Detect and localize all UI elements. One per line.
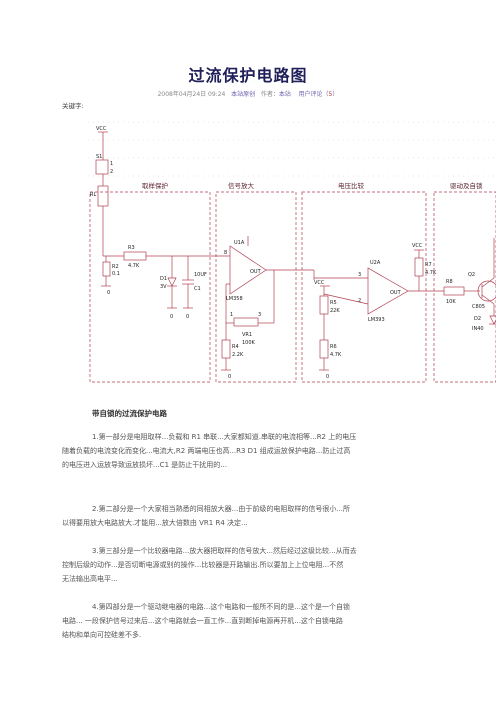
label-r2: R2 bbox=[112, 264, 119, 270]
resistor-r5 bbox=[319, 295, 329, 315]
potentiometer-vr1 bbox=[233, 317, 259, 327]
label-q2-part: C805 bbox=[472, 304, 485, 310]
meta-comments-count: 5 bbox=[328, 91, 333, 98]
paragraph-3-line-1: 3.第三部分是一个比较器电路...放大器把取样的信号放大...然后经过这级比较.… bbox=[92, 547, 357, 555]
label-d1-value: 3V bbox=[160, 284, 167, 290]
block-amplifier bbox=[215, 191, 297, 383]
label-vr1-pin3: 3 bbox=[258, 312, 261, 318]
block-driver bbox=[433, 191, 496, 383]
label-rl: RL bbox=[90, 192, 96, 198]
paragraph-3-line-2: 控制后级的动作...是否切断电源或别的操作...比较器是开路输出.所以要加上上位… bbox=[62, 561, 344, 569]
paragraph-2-line-1: 2.第二部分是一个大家相当熟悉的同相放大器...由于前级的电阻取样的信号很小..… bbox=[92, 505, 351, 513]
block-label-sampling: 取样保护 bbox=[142, 181, 168, 190]
label-ground-r4: 0 bbox=[228, 374, 231, 380]
label-vr1-value: 100K bbox=[242, 340, 256, 346]
zener-d1 bbox=[167, 277, 177, 287]
label-vcc-r5: VCC bbox=[314, 280, 325, 286]
label-c1-value: 10UF bbox=[194, 272, 207, 278]
label-u2a-pin3: 3 bbox=[358, 272, 361, 278]
label-r8-value: 10K bbox=[446, 299, 456, 305]
resistor-r8 bbox=[443, 286, 465, 296]
paragraph-2: 2.第二部分是一个大家相当熟悉的同相放大器...由于前级的电阻取样的信号很小..… bbox=[62, 502, 430, 530]
meta-comments-label: 用户评论 bbox=[298, 91, 323, 98]
block-label-amplifier: 信号放大 bbox=[228, 181, 255, 190]
label-r5: R5 bbox=[330, 300, 337, 306]
meta-source-link[interactable]: 本站原创 bbox=[231, 91, 256, 98]
label-ground-d1: 0 bbox=[170, 314, 173, 320]
page-title: 过流保护电路图 bbox=[188, 66, 308, 85]
label-r7-value: 4.7K bbox=[425, 270, 437, 276]
label-u1a-out: OUT bbox=[250, 269, 262, 275]
paragraph-4-line-1: 4.第四部分是一个驱动继电器的电路...这个电路和一般所不同的是...这个是一个… bbox=[92, 603, 351, 611]
label-vr1: VR1 bbox=[242, 332, 252, 338]
keywords-label: 关键字: bbox=[62, 102, 84, 110]
label-s1-pin1: 1 bbox=[110, 161, 113, 167]
label-u2a-part: LM393 bbox=[368, 317, 385, 323]
label-ground-r6: 0 bbox=[326, 374, 329, 380]
label-u2a-out: OUT bbox=[390, 290, 402, 296]
label-ground-c1: 0 bbox=[186, 314, 189, 320]
resistor-r7 bbox=[414, 257, 424, 277]
paragraph-1-line-3: 的电压进入运放导致运放损坏...C1 是防止干扰用的... bbox=[62, 461, 227, 469]
label-r3: R3 bbox=[128, 245, 135, 251]
comparator-u2a bbox=[367, 267, 409, 315]
resistor-r4 bbox=[221, 339, 231, 359]
label-u1a: U1A bbox=[234, 240, 245, 246]
transistor-q2 bbox=[477, 280, 496, 302]
label-d1: D1 bbox=[160, 276, 167, 282]
block-label-comparator: 电压比较 bbox=[338, 181, 365, 190]
switch-s1 bbox=[95, 159, 109, 175]
label-vcc-top: VCC bbox=[96, 126, 107, 132]
paragraph-4-line-2: 电路... 一段保护信号过来后...这个电路就会一直工作...直到断掉电源再开机… bbox=[62, 617, 343, 625]
paragraph-1-line-2: 随着负载的电流变化而变化...电流大,R2 两端电压也高...R3 D1 组成运… bbox=[62, 447, 351, 455]
resistor-r6 bbox=[319, 339, 329, 359]
label-s1-pin2: 2 bbox=[110, 169, 113, 175]
block-comparator bbox=[301, 191, 427, 383]
label-r6: R6 bbox=[330, 344, 337, 350]
paragraph-3: 3.第三部分是一个比较器电路...放大器把取样的信号放大...然后经过这级比较.… bbox=[62, 544, 430, 586]
label-r8: R8 bbox=[446, 279, 453, 285]
label-u1a-part: LM358 bbox=[226, 296, 243, 302]
block-label-driver: 驱动及自锁 bbox=[450, 181, 483, 190]
meta-author-label: 作者： bbox=[260, 91, 279, 98]
label-d2: D2 bbox=[474, 316, 481, 322]
label-d2-part: IN40 bbox=[472, 326, 484, 332]
paragraph-2-line-2: 以得要用放大电路放大.才能用...放大倍数由 VR1 R4 决定... bbox=[62, 519, 248, 527]
block-sampling bbox=[89, 191, 211, 383]
label-ground-r2: 0 bbox=[107, 290, 110, 296]
meta-comments-link[interactable]: 用户评论（5） bbox=[298, 91, 339, 98]
label-r4-value: 2.2K bbox=[232, 352, 244, 358]
paragraph-3-line-3: 无法输出高电平... bbox=[62, 575, 118, 583]
meta-author-link[interactable]: 本站 bbox=[278, 91, 291, 98]
label-vr1-pin1: 1 bbox=[230, 312, 233, 318]
paragraph-4-line-3: 结构和单向可控硅差不多. bbox=[62, 631, 142, 639]
label-u2a-pin2: 2 bbox=[358, 298, 361, 304]
resistor-r3 bbox=[123, 251, 147, 261]
section-title: 带自锁的过流保护电路 bbox=[92, 409, 167, 418]
background-dots bbox=[88, 121, 496, 177]
paragraph-1-line-1: 1.第一部分是电阻取样...负载和 R1 串联...大家都知道.串联的电流相等.… bbox=[92, 433, 357, 441]
diode-d2 bbox=[489, 315, 496, 325]
label-q2: Q2 bbox=[468, 272, 475, 278]
circuit-schematic: VCC S1 1 2 RL R2 0.1 0 R3 4.7K D1 3V 0 1… bbox=[88, 121, 496, 383]
label-c1: C1 bbox=[194, 286, 201, 292]
resistor-r2 bbox=[102, 261, 111, 277]
label-r5-value: 22K bbox=[330, 308, 340, 314]
label-r2-value: 0.1 bbox=[112, 271, 120, 277]
paragraph-4: 4.第四部分是一个驱动继电器的电路...这个电路和一般所不同的是...这个是一个… bbox=[62, 600, 430, 642]
paragraph-1: 1.第一部分是电阻取样...负载和 R1 串联...大家都知道.串联的电流相等.… bbox=[62, 430, 430, 472]
label-vcc-r7: VCC bbox=[412, 243, 423, 249]
label-u1a-pin8: 8 bbox=[224, 250, 227, 256]
label-r7: R7 bbox=[425, 262, 432, 268]
resistor-rl bbox=[97, 185, 109, 207]
article-meta: 2008年04月24日 09:24 本站原创 作者：本站 用户评论（5） bbox=[0, 89, 496, 98]
meta-date: 2008年04月24日 09:24 bbox=[157, 91, 226, 98]
label-r4: R4 bbox=[232, 344, 239, 350]
label-r3-value: 4.7K bbox=[128, 263, 140, 269]
opamp-u1a bbox=[229, 245, 267, 295]
label-r6-value: 4.7K bbox=[330, 352, 342, 358]
label-u2a: U2A bbox=[370, 260, 381, 266]
label-s1: S1 bbox=[96, 154, 102, 160]
